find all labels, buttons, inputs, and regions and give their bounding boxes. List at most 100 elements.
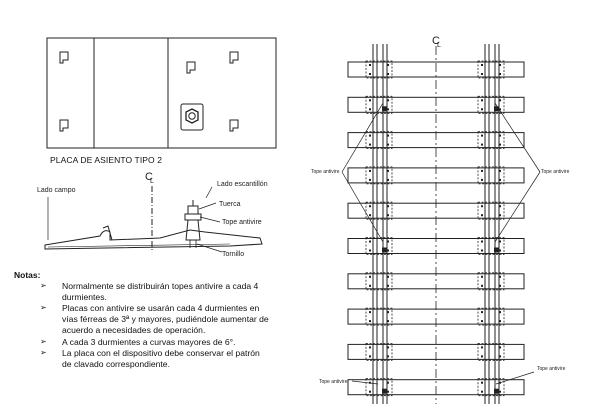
spike [499, 143, 501, 146]
tie-plate [477, 272, 505, 291]
notes-title: Notas: [14, 270, 41, 280]
tope-leaders [341, 102, 541, 385]
tie-plate [365, 131, 393, 150]
spike [481, 99, 483, 102]
spike [387, 381, 389, 384]
base-plate-top-view [46, 37, 277, 149]
anti-creep-stopper [494, 388, 499, 394]
spike [369, 355, 371, 358]
spike [369, 99, 371, 102]
rail-left [372, 44, 388, 404]
tie-plate [477, 378, 505, 397]
spike [499, 108, 501, 111]
tie-plate [477, 307, 505, 326]
tope-antivire-label: Tope antivire [222, 219, 262, 226]
spike [481, 214, 483, 217]
spike [369, 311, 371, 314]
plate-section-view: C L [44, 171, 263, 253]
track-centerline-label: C [432, 35, 440, 47]
spike [481, 143, 483, 146]
note-text: Placas con antivire se usarán cada 4 dur… [62, 303, 269, 335]
spike [499, 311, 501, 314]
spike [481, 240, 483, 243]
arrow-bullet-icon: ➢ [40, 336, 47, 346]
spike [481, 169, 483, 172]
spike [369, 320, 371, 323]
tope-label-right-bottom: Tope antivire [537, 366, 566, 372]
spike [369, 108, 371, 111]
spike [387, 99, 389, 102]
tie-plate [365, 237, 393, 255]
tie-plate [365, 201, 393, 220]
tie-plate [365, 307, 393, 326]
arrow-bullet-icon: ➢ [40, 281, 47, 290]
section-centerline-label: C [145, 171, 153, 183]
spike [387, 355, 389, 358]
note-item: ➢ Placas con antivire se usarán cada 4 du… [40, 303, 270, 335]
tie-plate [477, 131, 505, 150]
anti-creep-stopper [494, 106, 499, 112]
spike [481, 355, 483, 358]
spike [499, 214, 501, 217]
tie-plate [365, 95, 393, 114]
spike [369, 134, 371, 137]
note-item: ➢A cada 3 durmientes a curvas mayores de… [40, 337, 270, 348]
spike [499, 275, 501, 278]
spike [481, 381, 483, 384]
plate-outline [46, 37, 277, 149]
notes-list: ➢Normalmente se distribuirán topes antiv… [40, 281, 270, 371]
tie-plate [477, 60, 505, 79]
spike [499, 205, 501, 208]
spike [369, 205, 371, 208]
spike [369, 64, 371, 66]
spike [369, 178, 371, 181]
spike [499, 346, 501, 349]
tope-label-right: Tope antivire [541, 169, 570, 175]
spike [499, 169, 501, 172]
spike [499, 355, 501, 358]
spike [499, 320, 501, 323]
tie-plate [365, 272, 393, 291]
spike [499, 240, 501, 243]
tuerca-label: Tuerca [219, 201, 241, 208]
note-text: La placa con el dispositivo debe conserv… [62, 348, 260, 369]
spike [369, 275, 371, 278]
spike [369, 143, 371, 146]
spike [387, 284, 389, 287]
spike [481, 178, 483, 181]
spike [387, 249, 389, 252]
tie-plate [477, 201, 505, 220]
spike [369, 390, 371, 393]
lado-campo-label: Lado campo [37, 187, 76, 194]
svg-text:L: L [437, 42, 441, 49]
anti-creep-block [184, 213, 202, 221]
lado-escantillon-label: Lado escantillón [217, 181, 268, 188]
spike [387, 108, 389, 111]
spike [481, 205, 483, 208]
spike [481, 73, 483, 75]
spike [387, 275, 389, 278]
tie-plate [365, 60, 393, 79]
anti-creep-bolt [180, 103, 204, 131]
arrow-bullet-icon: ➢ [40, 303, 47, 313]
spike [369, 169, 371, 172]
spike [387, 320, 389, 323]
spike [369, 284, 371, 287]
tope-label-left-bottom: Tope antivire [319, 379, 348, 385]
tie-plate [477, 166, 505, 185]
spike [387, 169, 389, 172]
anti-creep-stopper [382, 388, 387, 394]
note-item: ➢La placa con el dispositivo debe conser… [40, 348, 270, 369]
spike [369, 249, 371, 252]
spike [387, 178, 389, 181]
tie-plate [477, 342, 505, 361]
spike [387, 346, 389, 349]
tope-label-left: Tope antivire [311, 169, 340, 175]
plate-caption: PLACA DE ASIENTO TIPO 2 [50, 155, 163, 165]
spike [481, 311, 483, 314]
spike [499, 249, 501, 252]
spike [499, 390, 501, 393]
tornillo-label: Tornillo [222, 251, 244, 258]
spike [499, 178, 501, 181]
spike [481, 108, 483, 111]
